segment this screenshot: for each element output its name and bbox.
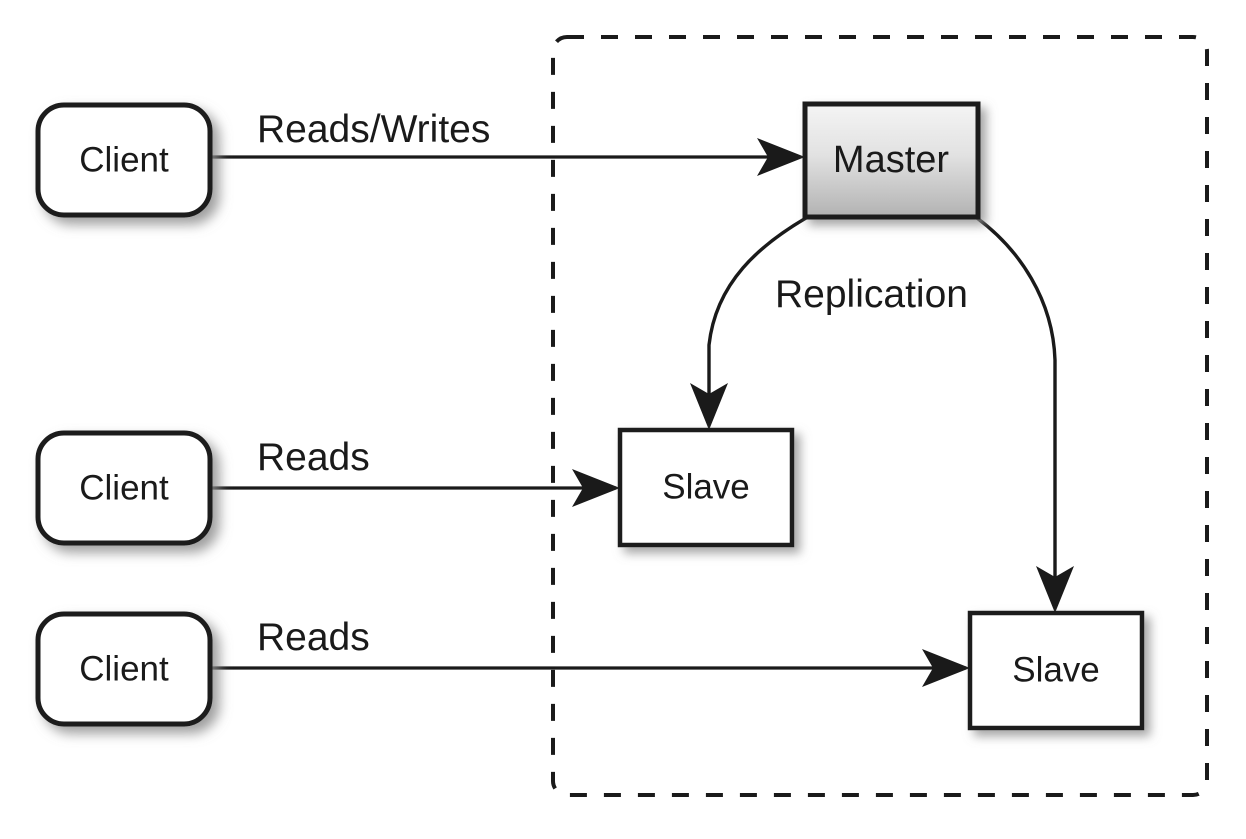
client-2-label: Client <box>79 468 169 507</box>
client-1-box[interactable] <box>35 102 213 218</box>
database-cluster-boundary <box>551 35 1209 797</box>
arrow-head-to-slave1 <box>572 469 620 507</box>
node-slave-2[interactable]: Slave <box>967 610 1145 731</box>
node-master[interactable]: Master <box>802 101 981 220</box>
edge-label-reads-2: Reads <box>257 616 370 659</box>
master-label: Master <box>833 139 949 181</box>
edge-label-replication: Replication <box>775 273 968 316</box>
node-client-2[interactable]: Client <box>35 430 213 546</box>
slave-2-box[interactable] <box>967 610 1145 731</box>
edge-master-slave2 <box>975 216 1074 613</box>
client-1-label: Client <box>79 140 169 179</box>
edge-master-slave1 <box>690 216 807 430</box>
slave-1-box[interactable] <box>617 427 795 548</box>
node-client-1[interactable]: Client <box>35 102 213 218</box>
edge-client2-slave1 <box>210 469 620 507</box>
arrow-head-replication-slave2 <box>1036 566 1074 613</box>
arrow-head-to-slave2 <box>922 649 970 687</box>
slave-1-label: Slave <box>662 467 750 506</box>
arrow-head-to-master <box>757 138 805 176</box>
node-client-3[interactable]: Client <box>35 611 213 727</box>
edge-client1-master <box>210 138 805 176</box>
edge-label-reads-1: Reads <box>257 436 370 479</box>
client-2-box[interactable] <box>35 430 213 546</box>
edge-client3-slave2 <box>210 649 970 687</box>
master-box[interactable] <box>802 101 981 220</box>
replication-curve-left <box>707 216 807 400</box>
client-3-label: Client <box>79 649 169 688</box>
node-slave-1[interactable]: Slave <box>617 427 795 548</box>
replication-curve-right <box>975 216 1057 585</box>
slave-2-label: Slave <box>1012 650 1100 689</box>
arrow-head-replication-slave1 <box>690 383 728 430</box>
edge-label-reads-writes: Reads/Writes <box>257 108 490 151</box>
client-3-box[interactable] <box>35 611 213 727</box>
